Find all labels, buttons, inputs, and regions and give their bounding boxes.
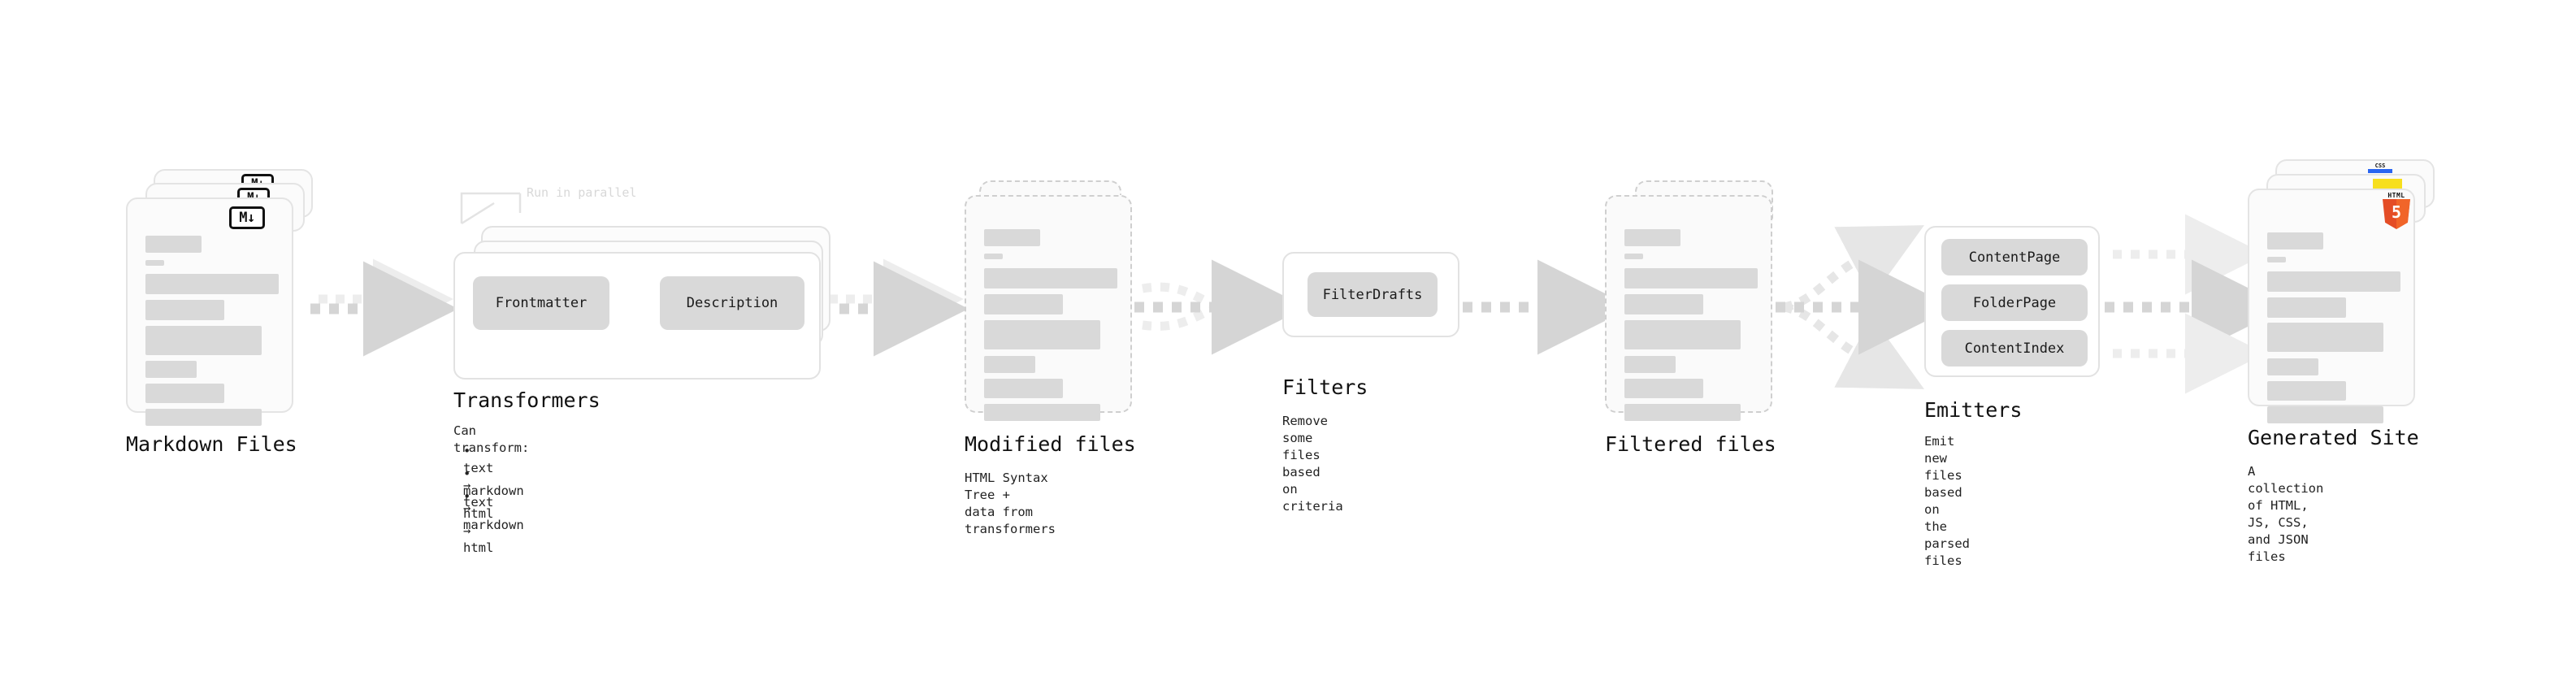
skeleton-line bbox=[2267, 232, 2323, 249]
transformer-chip-frontmatter[interactable]: Frontmatter bbox=[473, 276, 609, 330]
html5-badge-word: HTML bbox=[2387, 192, 2405, 199]
emitter-chip-contentpage[interactable]: ContentPage bbox=[1941, 239, 2088, 275]
skeleton-line bbox=[145, 409, 262, 426]
skeleton-line bbox=[984, 320, 1100, 349]
emitters-box: ContentPage FolderPage ContentIndex bbox=[1924, 226, 2100, 377]
css3-badge-text: CSS bbox=[2374, 163, 2386, 169]
stage-title-filtered-files: Filtered files bbox=[1605, 432, 1776, 456]
bullet-text: markdown → markdown bbox=[463, 484, 524, 532]
skeleton-line bbox=[1624, 379, 1703, 398]
skeleton-line bbox=[2267, 323, 2383, 352]
filter-chip-filterdrafts[interactable]: FilterDrafts bbox=[1308, 272, 1438, 317]
transformers-subtitle: Can transform: bbox=[453, 423, 530, 455]
skeleton-line bbox=[1624, 268, 1758, 288]
stage-title-markdown-files: Markdown Files bbox=[126, 432, 297, 456]
filters-box: FilterDrafts bbox=[1282, 252, 1459, 337]
bullet-text: text → text bbox=[463, 461, 494, 510]
modified-card-front bbox=[965, 195, 1132, 421]
emitter-chip-folderpage[interactable]: FolderPage bbox=[1941, 284, 2088, 321]
skeleton-line bbox=[1624, 356, 1676, 373]
css3-badge: CSS bbox=[2367, 163, 2393, 174]
skeleton-line bbox=[145, 326, 262, 355]
arrow-transformers-to-modified bbox=[821, 258, 969, 357]
markdown-badge: M↓ bbox=[229, 206, 265, 229]
arrow-emitters-to-site bbox=[2105, 214, 2287, 394]
skeleton-line bbox=[984, 404, 1100, 421]
run-in-parallel-label: Run in parallel bbox=[527, 185, 637, 200]
skeleton-line bbox=[984, 356, 1035, 373]
skeleton-line bbox=[984, 379, 1063, 398]
skeleton-line bbox=[145, 300, 224, 320]
skeleton-line bbox=[984, 229, 1040, 246]
stage-title-generated-site: Generated Site bbox=[2248, 426, 2419, 449]
skeleton-line bbox=[1624, 229, 1680, 246]
skeleton-line bbox=[145, 260, 164, 266]
skeleton-line bbox=[1624, 320, 1741, 349]
skeleton-line bbox=[1624, 294, 1703, 314]
stage-title-emitters: Emitters bbox=[1924, 398, 2023, 422]
skeleton-line bbox=[984, 294, 1063, 314]
stage-title-transformers: Transformers bbox=[453, 388, 601, 412]
html5-badge-shield: 5 bbox=[2383, 199, 2410, 229]
skeleton-line bbox=[145, 274, 279, 294]
filters-subtitle: Remove some files based on criteria bbox=[1282, 414, 1343, 514]
skeleton-line bbox=[145, 361, 197, 378]
skeleton-line bbox=[1624, 404, 1741, 421]
skeleton-line bbox=[2267, 297, 2346, 318]
skeleton-line bbox=[2267, 381, 2346, 401]
stage-title-filters: Filters bbox=[1282, 375, 1368, 399]
skeleton-line bbox=[145, 236, 202, 253]
site-card-front bbox=[2248, 189, 2415, 423]
arrow-modified-to-filters bbox=[1134, 259, 1307, 355]
skeleton-line bbox=[145, 384, 224, 403]
transformers-bullet-2: • html → html bbox=[463, 489, 494, 555]
skeleton-line bbox=[2267, 406, 2383, 423]
html5-badge: HTML 5 bbox=[2380, 192, 2413, 229]
skeleton-line bbox=[984, 268, 1117, 288]
generated-site-subtitle: A collection of HTML, JS, CSS, and JSON … bbox=[2248, 464, 2324, 564]
transformer-chip-description[interactable]: Description bbox=[660, 276, 804, 330]
markdown-badge-text: M↓ bbox=[239, 209, 255, 226]
stage-title-modified-files: Modified files bbox=[965, 432, 1136, 456]
arrow-filtered-to-emitters bbox=[1776, 225, 1954, 389]
arrow-md-to-transformers bbox=[310, 258, 458, 357]
run-in-parallel-bracket bbox=[460, 192, 522, 225]
skeleton-line bbox=[2267, 271, 2400, 292]
transformers-bullet-0: • text → text bbox=[463, 444, 494, 510]
html5-badge-digit: 5 bbox=[2391, 202, 2402, 222]
transformers-box: Frontmatter Description bbox=[453, 252, 821, 380]
skeleton-line bbox=[1624, 254, 1643, 259]
modified-files-subtitle: HTML Syntax Tree + data from transformer… bbox=[965, 471, 1056, 536]
filtered-card-front bbox=[1605, 195, 1772, 421]
css3-badge-bar bbox=[2368, 169, 2392, 173]
emitter-chip-contentindex[interactable]: ContentIndex bbox=[1941, 330, 2088, 367]
skeleton-line bbox=[2267, 358, 2318, 375]
bullet-text: html → html bbox=[463, 506, 494, 555]
emitters-subtitle: Emit new files based on the parsed files bbox=[1924, 434, 1970, 568]
markdown-card-front bbox=[126, 197, 293, 426]
skeleton-line bbox=[984, 254, 1003, 259]
skeleton-line bbox=[2267, 257, 2286, 262]
transformers-bullet-1: • markdown → markdown bbox=[463, 466, 524, 532]
